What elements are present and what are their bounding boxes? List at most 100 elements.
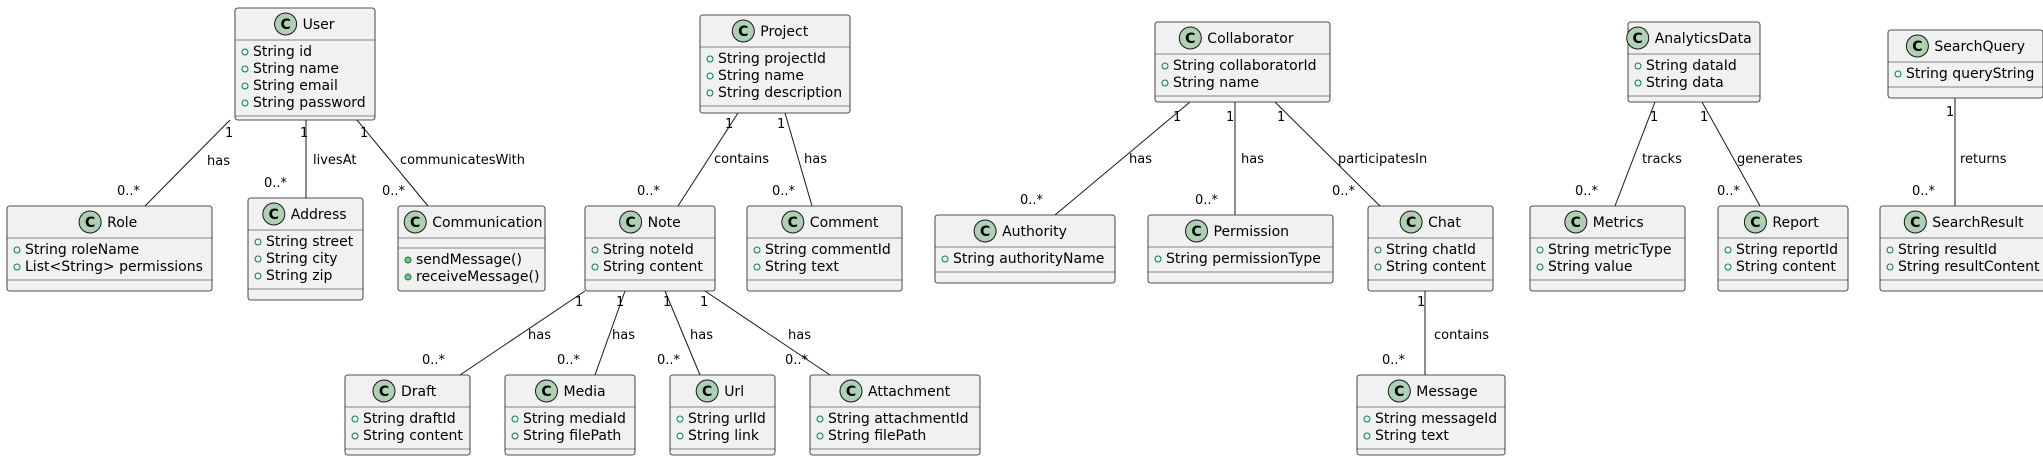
class-field: String filePath: [523, 428, 621, 444]
class-icon-letter: C: [379, 384, 389, 400]
class-field: String zip: [266, 268, 332, 284]
public-visibility-icon: [241, 82, 249, 90]
class-icon: [619, 210, 643, 234]
class-name: Draft: [401, 384, 437, 400]
association-line: [1614, 101, 1656, 207]
class-field: String queryString: [1906, 66, 2034, 82]
relations-layer: has10..*livesAt10..*communicatesWith10..…: [117, 98, 2007, 376]
class-icon-letter: C: [846, 384, 856, 400]
public-visibility-icon: [1634, 79, 1642, 87]
class-icon: [1626, 26, 1650, 50]
class-name: Message: [1416, 384, 1477, 400]
public-visibility-icon: [816, 415, 824, 423]
class-icon-letter: C: [541, 384, 551, 400]
target-multiplicity: 0..*: [557, 353, 581, 368]
class-field: String urlId: [688, 411, 766, 427]
relation-label: tracks: [1642, 152, 1682, 167]
class-field: String mediaId: [523, 411, 626, 427]
source-multiplicity: 1: [1946, 105, 1954, 120]
public-visibility-icon: [941, 255, 949, 263]
target-multiplicity: 0..*: [117, 184, 141, 199]
class-icon-letter: C: [738, 24, 748, 40]
class-icon: [839, 379, 863, 403]
target-multiplicity: 0..*: [785, 353, 809, 368]
public-visibility-icon: [1886, 263, 1894, 271]
relation-label: contains: [714, 152, 769, 167]
class-box: [584, 205, 716, 292]
class-name: Url: [724, 384, 744, 400]
class-name: SearchQuery: [1934, 39, 2025, 55]
class-icon: [1564, 210, 1588, 234]
public-visibility-icon: [254, 272, 262, 280]
class-icon: [262, 202, 286, 226]
class-field: String text: [1375, 428, 1449, 444]
target-multiplicity: 0..*: [264, 176, 288, 191]
relation-label: returns: [1960, 152, 2007, 167]
class-icon-letter: C: [280, 17, 290, 33]
public-visibility-icon: [13, 263, 21, 271]
class-field: String roleName: [25, 242, 139, 258]
public-visibility-icon: [1894, 70, 1902, 78]
class-icon-letter: C: [1394, 384, 1404, 400]
class-name: AnalyticsData: [1655, 31, 1752, 47]
class-icon: [973, 219, 997, 243]
class-field: String city: [266, 251, 338, 267]
class-icon: [1743, 210, 1767, 234]
class-field: String content: [603, 259, 703, 275]
class-field: String content: [1386, 259, 1486, 275]
class-name: Role: [107, 215, 137, 231]
source-multiplicity: 1: [1173, 110, 1181, 125]
class-icon: [78, 210, 102, 234]
public-visibility-icon: [753, 246, 761, 254]
public-visibility-icon: [1161, 62, 1169, 70]
target-multiplicity: 0..*: [1575, 184, 1599, 199]
class-field: String text: [765, 259, 839, 275]
relation-label: has: [804, 152, 827, 167]
class-name: Media: [564, 384, 606, 400]
target-multiplicity: 0..*: [1912, 184, 1936, 199]
class-field: String name: [718, 68, 804, 84]
class-icon: [403, 210, 427, 234]
class-icon-letter: C: [1406, 215, 1416, 231]
public-visibility-icon: [1886, 246, 1894, 254]
class-name: Address: [291, 207, 347, 223]
class-name: Comment: [810, 215, 879, 231]
target-multiplicity: 0..*: [657, 353, 681, 368]
relation-label: participatesIn: [1338, 152, 1427, 167]
association-line: [1701, 101, 1761, 207]
association-line: [784, 112, 813, 207]
public-visibility-icon: [706, 89, 714, 97]
relation-label: has: [1129, 152, 1152, 167]
target-multiplicity: 0..*: [1020, 193, 1044, 208]
class-name: Attachment: [868, 384, 951, 400]
class-name: Communication: [432, 215, 542, 231]
class-icon-letter: C: [410, 215, 420, 231]
